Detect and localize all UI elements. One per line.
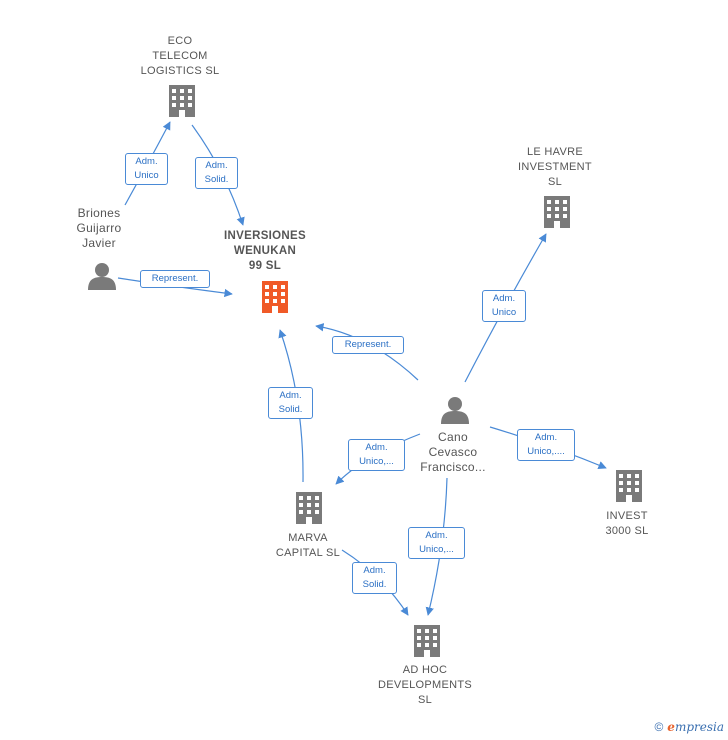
building-icon[interactable] (296, 492, 322, 524)
building-icon[interactable] (169, 85, 195, 117)
edge-label-cano-marva: Adm. Unico,... (348, 439, 405, 471)
node-label-eco-telecom[interactable]: ECO TELECOM LOGISTICS SL (140, 35, 220, 77)
node-label-cano[interactable]: Cano Cevasco Francisco... (420, 430, 486, 474)
person-icon[interactable] (88, 263, 116, 290)
person-icon[interactable] (441, 397, 469, 424)
building-icon[interactable] (544, 196, 570, 228)
node-label-briones[interactable]: Briones Guijarro Javier (76, 206, 122, 250)
edge-label-cano-lehavre: Adm. Unico (482, 290, 526, 322)
empresia-watermark: ©empresia (654, 720, 724, 734)
node-label-marva[interactable]: MARVA CAPITAL SL (275, 532, 341, 559)
edge-label-briones-wenukan: Represent. (140, 270, 210, 288)
node-label-ad-hoc[interactable]: AD HOC DEVELOPMENTS SL (377, 664, 473, 706)
building-icon[interactable] (262, 281, 288, 313)
brand-mark: e (667, 720, 675, 734)
node-label-le-havre[interactable]: LE HAVRE INVESTMENT SL (518, 146, 592, 188)
brand-name: mpresia (674, 720, 724, 734)
building-icon[interactable] (414, 625, 440, 657)
edge-label-marva-adhoc: Adm. Solid. (352, 562, 397, 594)
edge-label-cano-adhoc: Adm. Unico,... (408, 527, 465, 559)
node-label-invest-3000[interactable]: INVEST 3000 SL (605, 510, 649, 537)
edge-label-cano-wenukan: Represent. (332, 336, 404, 354)
node-label-inversiones-wenukan[interactable]: INVERSIONES WENUKAN 99 SL (224, 230, 306, 272)
edge-label-briones-eco: Adm. Unico (125, 153, 168, 185)
building-icon[interactable] (616, 470, 642, 502)
edge-label-marva-wenukan: Adm. Solid. (268, 387, 313, 419)
edge-label-eco-wenukan: Adm. Solid. (195, 157, 238, 189)
edge-label-cano-invest: Adm. Unico,.... (517, 429, 575, 461)
copyright-icon: © (654, 720, 664, 734)
